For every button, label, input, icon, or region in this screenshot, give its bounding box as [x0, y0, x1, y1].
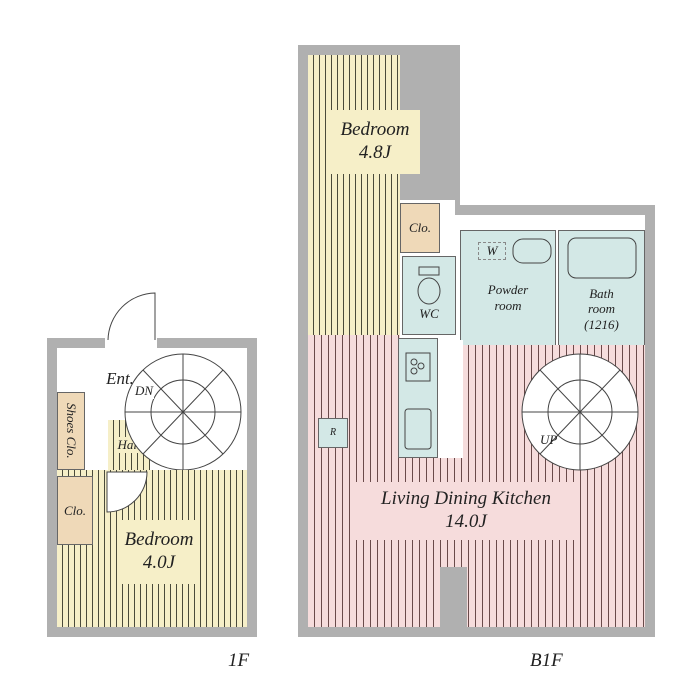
entrance-opening — [105, 336, 157, 350]
bedroom-1f-size: 4.0J — [142, 552, 176, 573]
kitchen-aisle — [438, 340, 463, 458]
powder-room: Powder room — [460, 230, 556, 346]
wc-label: WC — [419, 306, 439, 322]
powder-room-label: Powder room — [487, 282, 529, 313]
fridge-label: R — [329, 427, 337, 438]
bedroom-1f-name: Bedroom — [124, 529, 194, 551]
washer-label: W — [478, 242, 506, 260]
floor-1f-label: 1F — [228, 650, 250, 671]
shoes-closet-label: Shoes Clo. — [63, 403, 79, 459]
floor-b1f-label: B1F — [530, 650, 563, 671]
down-label: DN — [134, 383, 155, 399]
spiral-stair-1f-icon — [124, 353, 242, 471]
entrance-label: Ent. — [100, 368, 140, 390]
bedroom-b1f-name: Bedroom — [340, 119, 410, 141]
ldk-extension — [308, 335, 400, 347]
toilet-icon — [417, 266, 441, 305]
bedroom-b1f-size: 4.8J — [358, 142, 392, 163]
kitchen-sink-icon — [404, 408, 432, 450]
closet-1f: Clo. — [57, 476, 93, 545]
closet-b1f-label: Clo. — [408, 220, 432, 236]
spiral-stair-b1f-icon — [521, 353, 639, 471]
bedroom-b1f — [308, 55, 400, 335]
ldk-name: Living Dining Kitchen — [381, 488, 551, 510]
bathtub-icon — [567, 237, 637, 279]
wc: WC — [402, 256, 456, 335]
bathroom-label: Bath room — [588, 285, 615, 317]
bedroom-door-icon — [106, 471, 148, 513]
sink-icon — [512, 238, 552, 264]
up-label: UP — [540, 432, 558, 447]
shoes-closet: Shoes Clo. — [57, 392, 85, 470]
bathroom-size: (1216) — [584, 316, 619, 332]
bathroom: Bath room(1216) — [558, 230, 645, 346]
entrance-label-text: Ent. — [106, 368, 134, 388]
stove-icon — [405, 352, 431, 382]
closet-1f-label: Clo. — [63, 502, 87, 518]
structural-column — [440, 567, 467, 629]
fridge: R — [318, 418, 348, 448]
closet-b1f: Clo. — [400, 203, 440, 253]
ldk-size: 14.0J — [445, 511, 487, 532]
entrance-door-icon — [107, 292, 156, 341]
